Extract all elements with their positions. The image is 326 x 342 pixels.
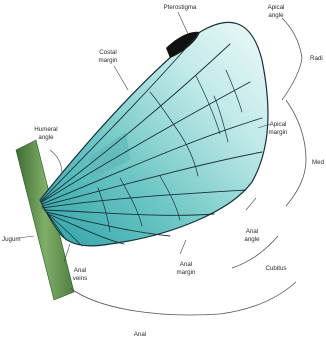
label-apical-margin-line1: Apical xyxy=(270,121,287,128)
label-anal-margin-line1: Anal xyxy=(180,261,192,268)
label-anal-margin-line2: margin xyxy=(177,269,196,276)
label-anal-angle-line2: angle xyxy=(244,236,260,243)
label-medial: Med xyxy=(312,159,325,166)
label-anal-angle-line1: Anal xyxy=(246,228,258,235)
label-apical-angle-line2: angle xyxy=(268,12,284,19)
label-anal-bottom: Anal xyxy=(134,331,146,338)
label-pterostigma: Pterostigma xyxy=(163,4,197,11)
label-anal-veins-line2: veins xyxy=(73,275,87,282)
label-apical-angle-line1: Apical xyxy=(268,4,285,11)
label-jugum: Jugum xyxy=(2,236,21,243)
wing-membrane xyxy=(40,22,268,246)
label-humeral-angle-line1: Humeral xyxy=(34,126,57,133)
label-humeral-angle-line2: angle xyxy=(38,134,54,141)
label-radial: Radi xyxy=(310,55,323,62)
label-apical-margin-line2: margin xyxy=(269,129,288,136)
label-costal-margin-line2: margin xyxy=(99,57,118,64)
label-cubitus: Cubitus xyxy=(266,265,287,272)
label-anal-veins-line1: Anal xyxy=(74,267,86,274)
label-costal-margin-line1: Costal xyxy=(99,49,117,56)
